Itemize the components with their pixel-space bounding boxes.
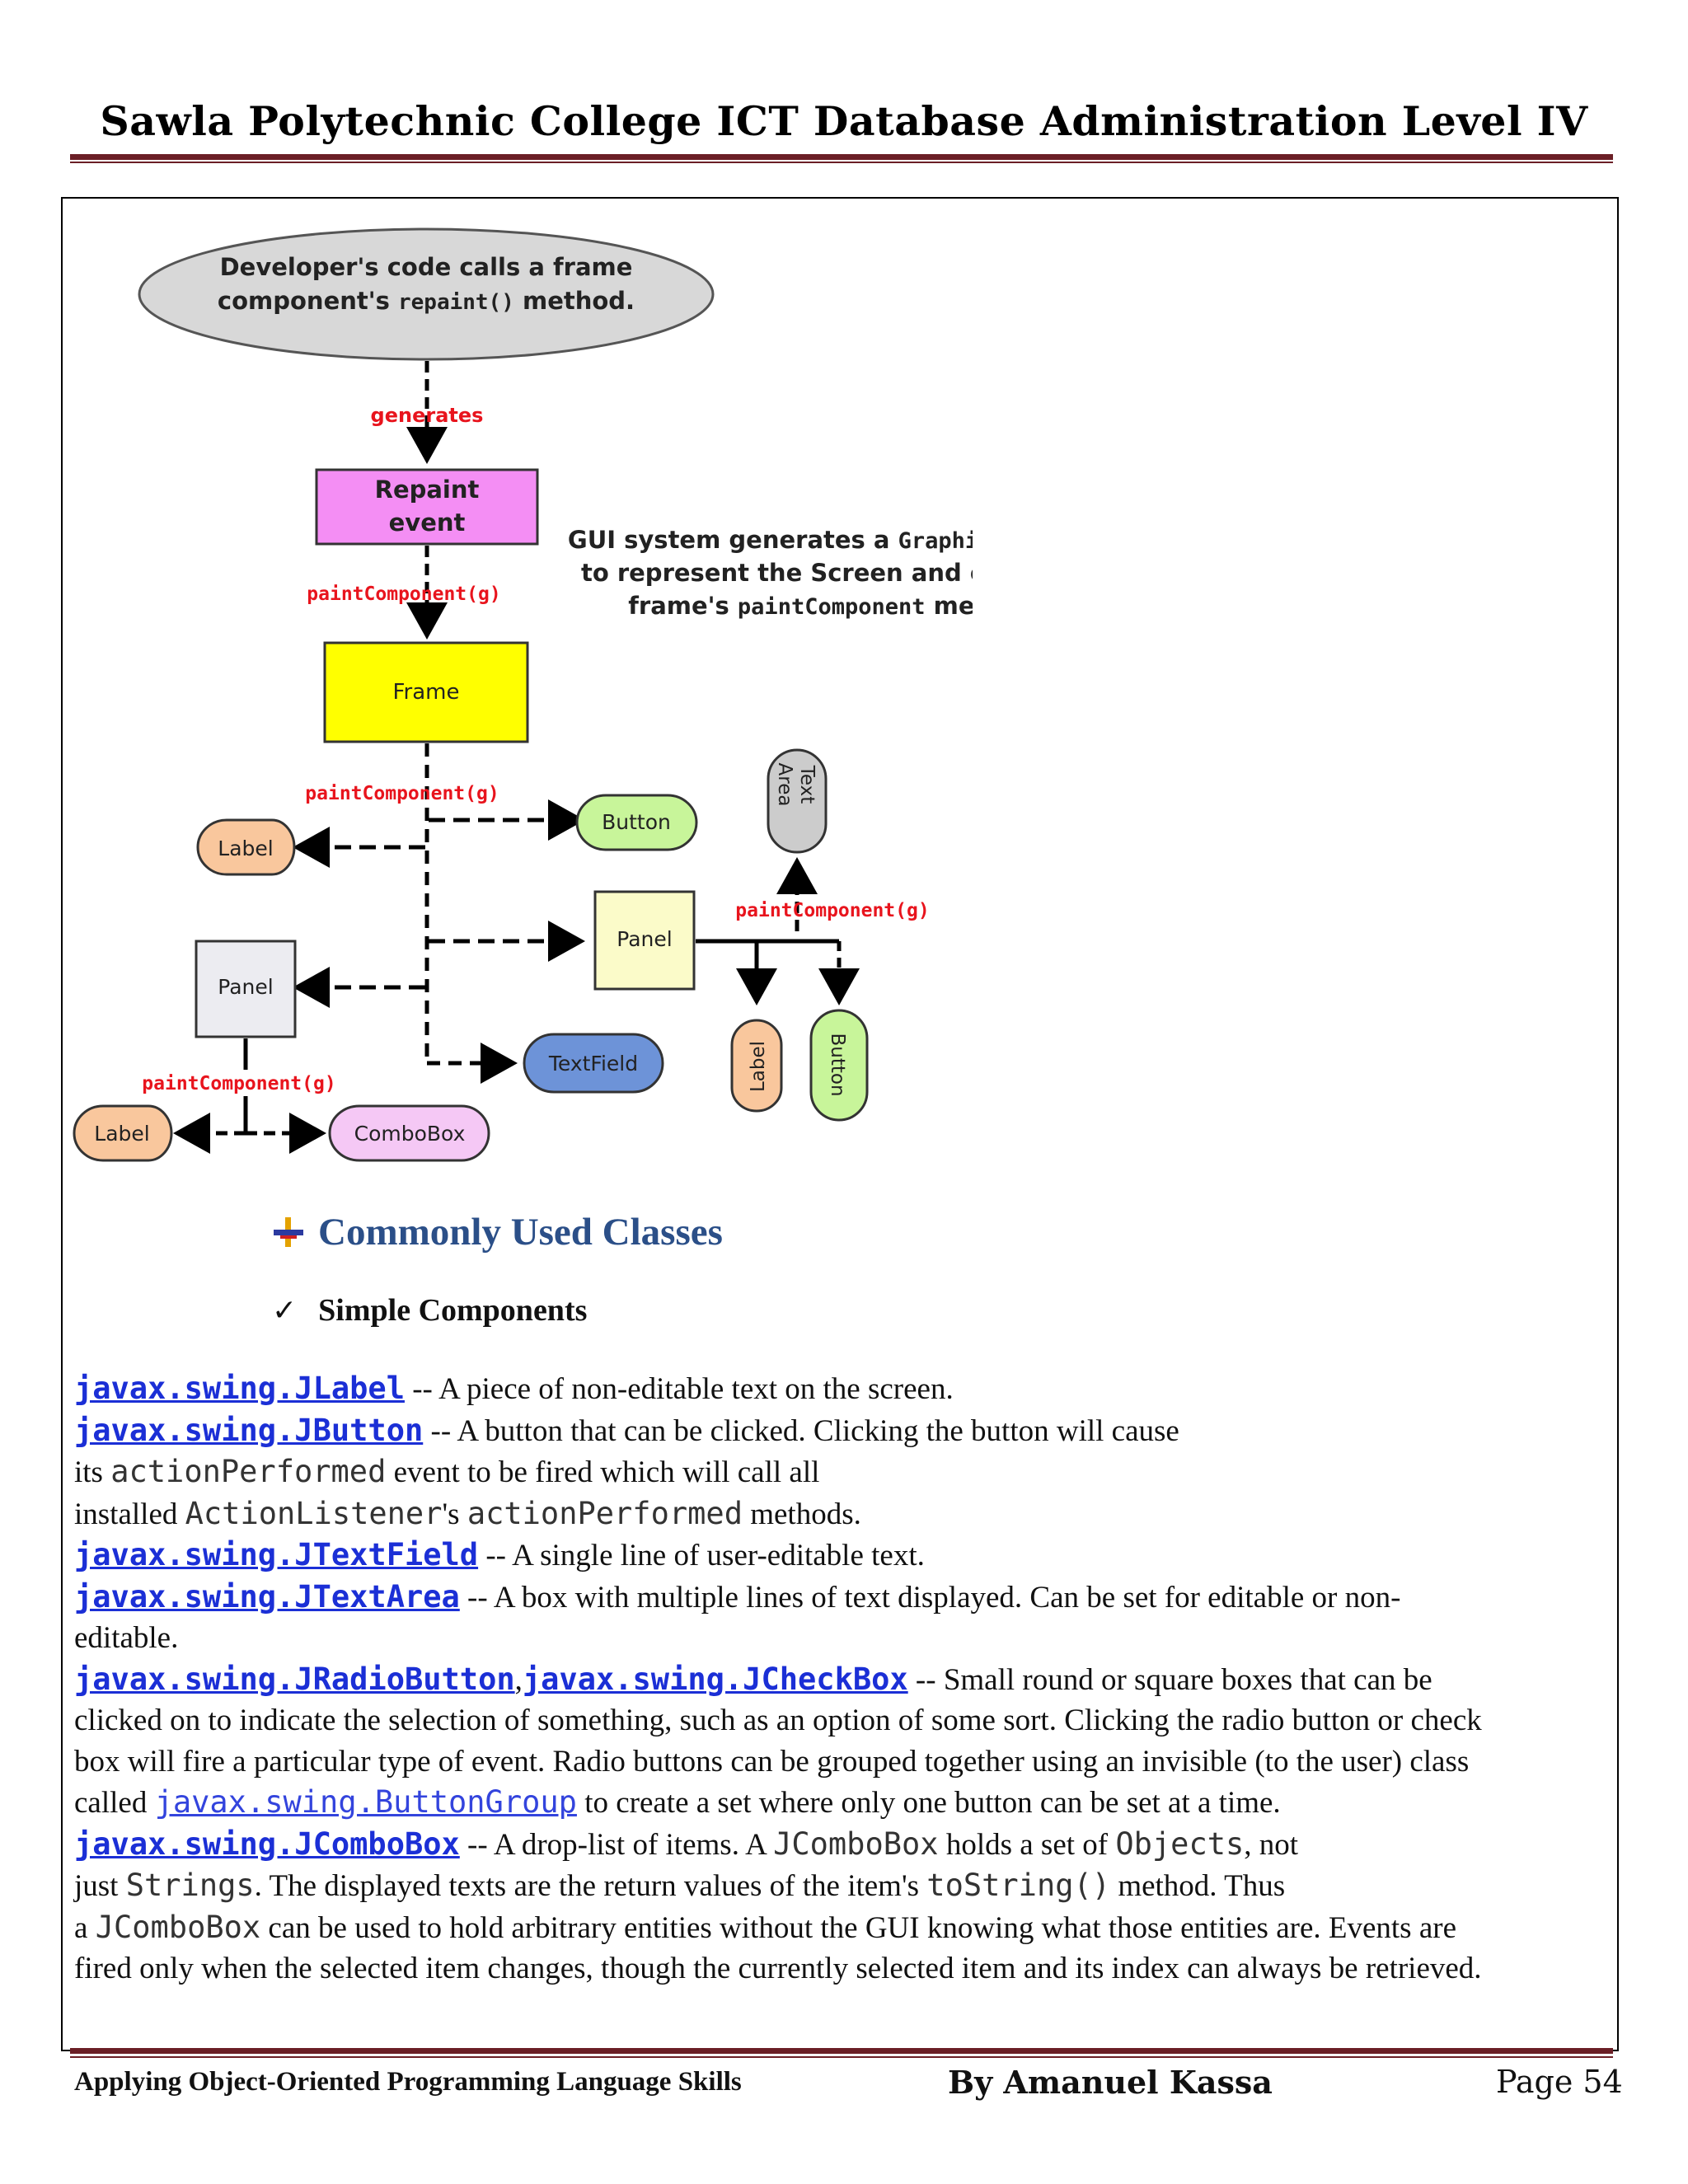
button-node-rotated — [809, 1009, 869, 1122]
svg-text:Button: Button — [827, 1033, 848, 1096]
footer-rule — [70, 2048, 1613, 2054]
button-rotated-text: Button — [827, 1033, 848, 1096]
line-fired: fired only when the selected item change… — [74, 1952, 1482, 1985]
line-jbutton: javax.swing.JButton -- A button that can… — [74, 1412, 1179, 1448]
label-node-top-label: Label — [218, 837, 273, 860]
buttongroup-link[interactable]: javax.swing.ButtonGroup — [154, 1784, 577, 1820]
gui-note-line3: frame's paintComponent method — [628, 592, 973, 620]
label-rotated-text: Label — [748, 1041, 769, 1092]
panel-right-box — [593, 890, 696, 991]
line-clicked: clicked on to indicate the selection of … — [74, 1704, 1482, 1737]
line-strings: just Strings. The displayed texts are th… — [74, 1868, 1286, 1903]
line-editable: editable. — [74, 1621, 179, 1655]
label-node-bottom-label: Label — [94, 1122, 149, 1146]
jcheckbox-link[interactable]: javax.swing.JCheckBox — [522, 1661, 908, 1697]
text-area-label: Text Area — [774, 763, 818, 807]
combobox-node — [328, 1104, 490, 1162]
repaint-event-line2: event — [389, 509, 466, 537]
checkmark-icon: ✓ — [272, 1293, 298, 1328]
label-node-top — [196, 818, 296, 876]
subsection-heading: ✓ Simple Components — [272, 1292, 587, 1329]
paint-component-label-1: paintComponent(g) — [307, 583, 500, 605]
developer-code-oval — [138, 227, 715, 361]
footer-rule-thin — [70, 2056, 1613, 2058]
oval-text-line2: component's repaint() method. — [218, 287, 635, 315]
paint-flow-diagram: Developer's code calls a frame component… — [73, 227, 973, 1162]
header-rule-thin — [70, 162, 1613, 163]
subsection-title: Simple Components — [318, 1293, 588, 1328]
jradiobutton-link[interactable]: javax.swing.JRadioButton — [74, 1661, 515, 1697]
label-node-rotated — [730, 1019, 783, 1113]
section-heading: Commonly Used Classes — [272, 1210, 723, 1254]
paint-component-label-4: paintComponent(g) — [142, 1073, 335, 1094]
frame-box — [323, 641, 529, 743]
button-node — [575, 794, 698, 851]
line-button-group: called javax.swing.ButtonGroup to create… — [74, 1784, 1281, 1820]
gui-note-line2: to represent the Screen and calls the — [581, 559, 973, 587]
jlabel-link[interactable]: javax.swing.JLabel — [74, 1371, 405, 1406]
repaint-event-box — [315, 468, 539, 546]
line-jcombobox: javax.swing.JComboBox -- A drop-list of … — [74, 1825, 1299, 1862]
frame-label: Frame — [392, 680, 459, 705]
cross-bullet-icon — [272, 1216, 305, 1249]
jbutton-link[interactable]: javax.swing.JButton — [74, 1412, 424, 1448]
footer-author: By Amanuel Kassa — [948, 2064, 1273, 2101]
paint-component-label-2: paintComponent(g) — [305, 783, 499, 804]
generates-label: generates — [371, 404, 484, 427]
line-arbitrary: a JComboBox can be used to hold arbitrar… — [74, 1909, 1456, 1945]
line-action-performed: its actionPerformed event to be fired wh… — [74, 1454, 820, 1489]
line-jradio: javax.swing.JRadioButton,javax.swing.JCh… — [74, 1661, 1432, 1697]
section-title: Commonly Used Classes — [318, 1211, 723, 1254]
textfield-node — [523, 1033, 664, 1094]
repaint-event-line1: Repaint — [375, 476, 480, 504]
svg-text:Text: Text — [796, 765, 818, 804]
svg-text:Area: Area — [774, 763, 795, 807]
line-box-fire: box will fire a particular type of event… — [74, 1744, 1470, 1779]
page-header-title: Sawla Polytechnic College ICT Database A… — [100, 97, 1588, 145]
paint-component-label-3: paintComponent(g) — [735, 900, 929, 921]
jtextfield-link[interactable]: javax.swing.JTextField — [74, 1537, 479, 1572]
line-jlabel: javax.swing.JLabel -- A piece of non-edi… — [74, 1371, 954, 1406]
line-action-listener: installed ActionListener's actionPerform… — [74, 1495, 861, 1531]
header-rule — [70, 154, 1613, 160]
line-jtextfield: javax.swing.JTextField -- A single line … — [74, 1537, 925, 1572]
footer-page-number: Page 54 — [1496, 2064, 1623, 2100]
jtextarea-link[interactable]: javax.swing.JTextArea — [74, 1578, 460, 1615]
textfield-node-label: TextField — [548, 1052, 638, 1076]
combobox-node-label: ComboBox — [354, 1122, 466, 1146]
oval-text-line1: Developer's code calls a frame — [220, 253, 633, 281]
svg-text:Label: Label — [748, 1041, 769, 1092]
class-descriptions: javax.swing.JLabel -- A piece of non-edi… — [74, 1368, 1607, 1990]
label-node-bottom — [73, 1104, 173, 1162]
gui-note-line1: GUI system generates a Graphics object — [568, 526, 973, 554]
text-area-node — [767, 748, 828, 854]
line-jtextarea: javax.swing.JTextArea -- A box with mult… — [74, 1578, 1401, 1615]
jcombobox-link[interactable]: javax.swing.JComboBox — [74, 1825, 460, 1862]
panel-left-label: Panel — [218, 975, 273, 999]
footer-course-title: Applying Object-Oriented Programming Lan… — [74, 2067, 742, 2097]
panel-right-label: Panel — [617, 927, 672, 951]
panel-left-box — [195, 940, 297, 1038]
button-node-label: Button — [602, 810, 671, 834]
